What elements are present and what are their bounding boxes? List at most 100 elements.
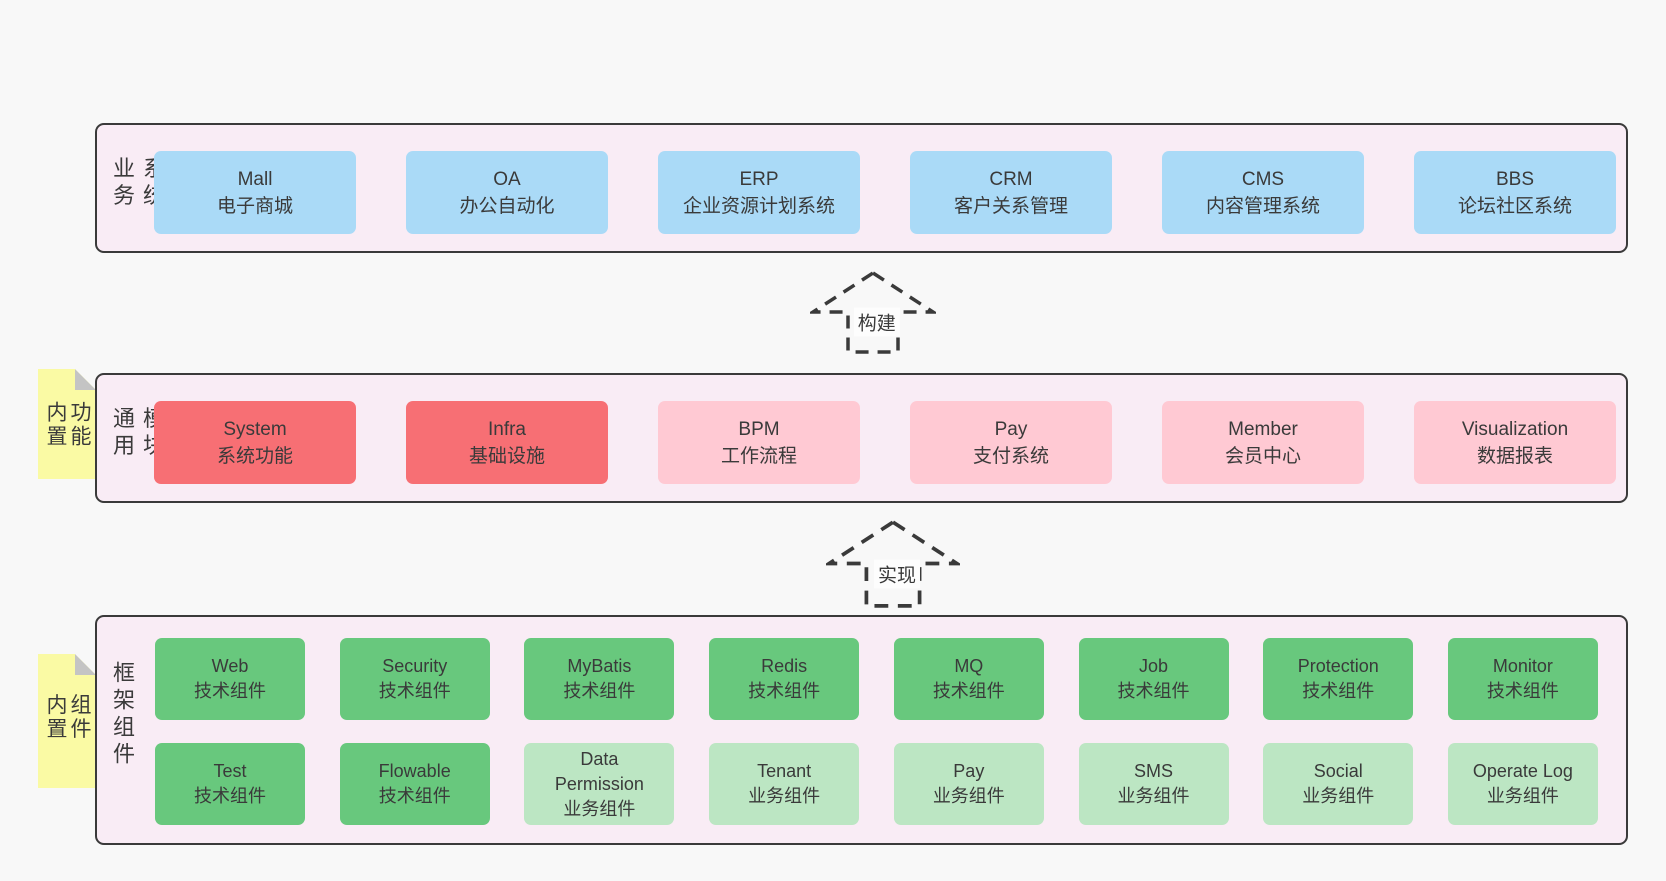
box-name: Visualization — [1461, 418, 1569, 440]
box-redis: Redis 技术组件 — [709, 638, 860, 720]
box-name: Test — [213, 761, 247, 781]
arrow-implement: 实现 — [826, 519, 960, 608]
box-system: System 系统功能 — [154, 401, 356, 484]
box-desc: 业务组件 — [1117, 786, 1190, 806]
layer-framework-components: 框架组件 Web 技术组件 Security 技术组件 MyBatis 技术组件… — [95, 615, 1628, 845]
box-desc: 办公自动化 — [459, 195, 555, 217]
box-visualization: Visualization 数据报表 — [1414, 401, 1616, 484]
components-box-row-2: Test 技术组件 Flowable 技术组件 Data Permission … — [155, 743, 1598, 825]
box-name: Flowable — [378, 761, 451, 781]
sticky-label: 内置功能 — [44, 401, 91, 450]
business-box-row: Mall 电子商城 OA 办公自动化 ERP 企业资源计划系统 CRM 客户关系… — [154, 151, 1616, 234]
box-pay-business: Pay 业务组件 — [893, 743, 1044, 825]
layer-label: 框架组件 — [110, 661, 135, 769]
box-desc: 支付系统 — [972, 445, 1049, 467]
box-name: Protection — [1297, 656, 1379, 676]
box-desc: 技术组件 — [1486, 681, 1559, 701]
up-arrow-icon — [826, 519, 960, 608]
box-name: BBS — [1495, 168, 1535, 190]
box-name: Pay — [953, 761, 985, 781]
box-bpm: BPM 工作流程 — [658, 401, 860, 484]
box-desc: 工作流程 — [720, 445, 797, 467]
box-desc: 技术组件 — [1302, 681, 1375, 701]
box-oa: OA 办公自动化 — [406, 151, 608, 234]
box-bbs: BBS 论坛社区系统 — [1414, 151, 1616, 234]
box-name: Job — [1139, 656, 1169, 676]
box-infra: Infra 基础设施 — [406, 401, 608, 484]
box-member: Member 会员中心 — [1162, 401, 1364, 484]
box-desc: 技术组件 — [194, 786, 266, 806]
box-desc: 系统功能 — [216, 445, 293, 467]
box-name: Operate Log — [1472, 761, 1573, 781]
box-name: OA — [493, 168, 521, 190]
box-monitor: Monitor 技术组件 — [1447, 638, 1598, 720]
box-name: Tenant — [757, 761, 812, 781]
box-name: BPM — [738, 418, 780, 440]
box-name: Monitor — [1492, 656, 1553, 676]
box-name: CMS — [1241, 168, 1285, 190]
box-name: MyBatis — [567, 656, 632, 676]
box-name: System — [223, 418, 287, 440]
box-name: SMS — [1134, 761, 1174, 781]
box-name: Mall — [237, 168, 273, 190]
box-desc: 业务组件 — [1302, 786, 1375, 806]
box-job: Job 技术组件 — [1078, 638, 1229, 720]
box-desc: 业务组件 — [1486, 786, 1559, 806]
box-desc: 技术组件 — [563, 681, 636, 701]
arrow-build: 构建 — [810, 270, 936, 354]
box-desc: 客户关系管理 — [953, 195, 1068, 217]
modules-box-row: System 系统功能 Infra 基础设施 BPM 工作流程 Pay 支付系统… — [154, 401, 1616, 484]
box-name: Social — [1313, 761, 1363, 781]
box-desc: 技术组件 — [378, 786, 451, 806]
box-desc: 内容管理系统 — [1205, 195, 1320, 217]
box-security: Security 技术组件 — [339, 638, 490, 720]
box-desc: 数据报表 — [1476, 445, 1553, 467]
box-desc: 技术组件 — [378, 681, 451, 701]
box-test: Test 技术组件 — [155, 743, 305, 825]
box-tenant: Tenant 业务组件 — [709, 743, 860, 825]
box-name: Web — [211, 656, 249, 676]
box-name: Redis — [761, 656, 808, 676]
box-cms: CMS 内容管理系统 — [1162, 151, 1364, 234]
box-desc: 论坛社区系统 — [1457, 195, 1572, 217]
box-desc: 业务组件 — [932, 786, 1005, 806]
box-mybatis: MyBatis 技术组件 — [524, 638, 675, 720]
box-name: Pay — [994, 418, 1028, 440]
box-sms: SMS 业务组件 — [1078, 743, 1229, 825]
box-protection: Protection 技术组件 — [1263, 638, 1414, 720]
box-social: Social 业务组件 — [1263, 743, 1414, 825]
up-arrow-icon — [810, 270, 936, 354]
box-desc: 企业资源计划系统 — [682, 195, 835, 217]
box-crm: CRM 客户关系管理 — [910, 151, 1112, 234]
box-operate-log: Operate Log 业务组件 — [1447, 743, 1598, 825]
box-name: Infra — [487, 418, 527, 440]
box-desc: 技术组件 — [194, 681, 266, 701]
sticky-label: 内置组件 — [44, 693, 91, 742]
box-mall: Mall 电子商城 — [154, 151, 356, 234]
layer-common-modules: 通用模块 System 系统功能 Infra 基础设施 BPM 工作流程 Pay… — [95, 373, 1628, 503]
box-name: Data Permission — [554, 748, 644, 794]
sticky-built-in-features: 内置功能 — [38, 369, 96, 479]
box-name: CRM — [989, 168, 1033, 190]
box-mq: MQ 技术组件 — [893, 638, 1044, 720]
box-desc: 技术组件 — [1117, 681, 1190, 701]
box-pay: Pay 支付系统 — [910, 401, 1112, 484]
arrow-label: 实现 — [874, 559, 921, 589]
box-name: Security — [382, 656, 448, 676]
box-desc: 技术组件 — [932, 681, 1005, 701]
box-desc: 电子商城 — [216, 195, 293, 217]
box-desc: 业务组件 — [748, 786, 821, 806]
box-name: Member — [1228, 418, 1298, 440]
box-name: ERP — [739, 168, 779, 190]
box-desc: 基础设施 — [468, 445, 545, 467]
arrow-label: 构建 — [853, 307, 900, 337]
box-web: Web 技术组件 — [155, 638, 305, 720]
box-desc: 业务组件 — [563, 798, 636, 819]
box-name: MQ — [954, 656, 984, 676]
box-flowable: Flowable 技术组件 — [339, 743, 490, 825]
components-box-row-1: Web 技术组件 Security 技术组件 MyBatis 技术组件 Redi… — [155, 638, 1598, 720]
box-desc: 技术组件 — [748, 681, 821, 701]
layer-business-systems: 业务系统 Mall 电子商城 OA 办公自动化 ERP 企业资源计划系统 CRM… — [95, 123, 1628, 253]
box-data-permission: Data Permission 业务组件 — [524, 743, 675, 825]
